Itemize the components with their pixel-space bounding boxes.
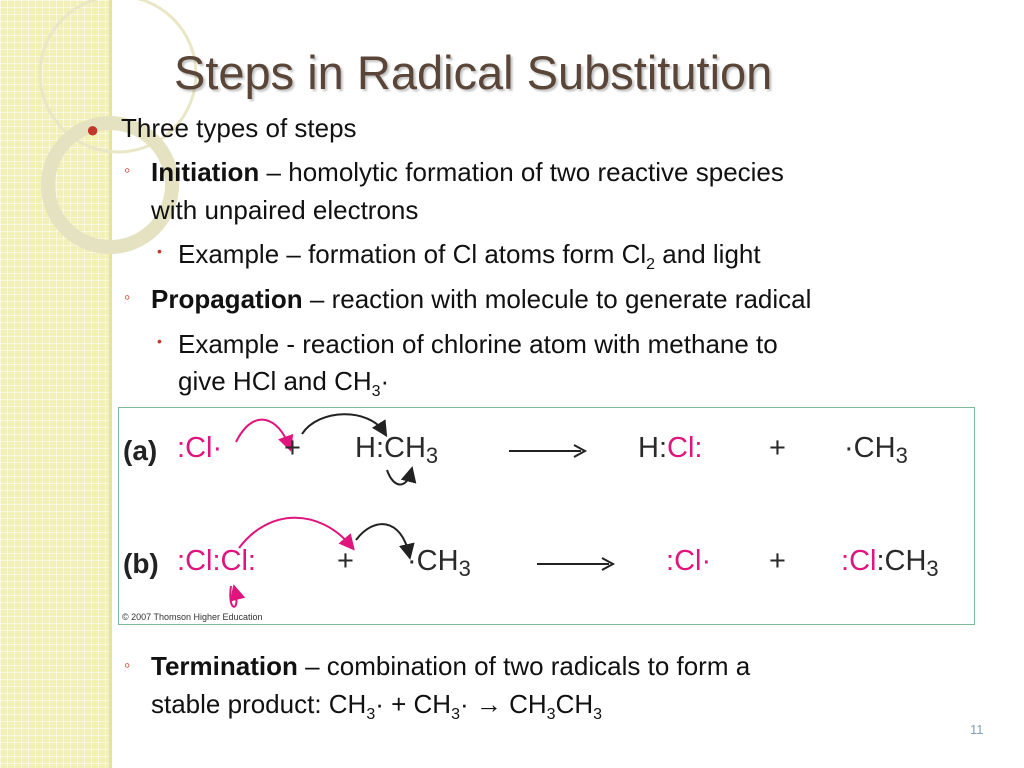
plus-sign: + [769,545,786,577]
termination-heading: Termination [151,651,298,681]
propagation-heading: Propagation [151,284,303,314]
product-methyl-radical: ·CH3 [844,432,908,468]
decorative-circles [38,0,198,254]
plus-sign: + [337,545,354,577]
page-number: 11 [970,722,984,737]
initiation-heading: Initiation [151,157,260,187]
figure-copyright: © 2007 Thomson Higher Education [122,612,263,622]
bullet-initiation-cont: with unpaired electrons [151,195,419,225]
product-chloromethane: :Cl:CH3 [841,545,939,581]
sub-sub-bullet-marker-icon: • [157,243,162,259]
reactant-chlorine-molecule: :Cl:Cl: [177,545,256,577]
bullet-termination-cont: stable product: CH3· + CH3· → CH3CH3 [151,689,603,723]
sub-bullet-marker-icon: ◦ [124,287,131,307]
bullet-initiation-example: Example – formation of Cl atoms form Cl2… [178,239,761,273]
reaction-figure: (a) :Cl· + H:CH3 H:Cl: + ·CH3 (b) :Cl:Cl… [118,407,975,625]
bullet-initiation: Initiation – homolytic formation of two … [151,157,784,187]
sub-sub-bullet-marker-icon: • [157,333,162,349]
slide-title: Steps in Radical Substitution [174,46,773,99]
sub-bullet-marker-icon: ◦ [124,160,131,180]
bullet-marker-icon: ● [86,117,100,142]
plus-sign: + [284,432,301,464]
sub-bullet-marker-icon: ◦ [124,655,131,675]
electron-arrows [229,413,616,608]
reaction-label-a: (a) [123,435,158,466]
reactant-chlorine-atom: :Cl· [177,432,223,464]
bullet-propagation: Propagation – reaction with molecule to … [151,284,812,314]
product-chlorine-atom: :Cl· [666,545,712,577]
bullet-propagation-example: Example - reaction of chlorine atom with… [178,329,778,359]
bullet-propagation-example-cont: give HCl and CH3· [178,366,390,400]
reactant-methyl-radical: ·CH3 [407,545,471,581]
arrow-right-icon: → [475,689,502,719]
bullet-termination: Termination – combination of two radical… [151,651,751,681]
reactant-methane: H:CH3 [355,432,439,468]
product-hcl: H:Cl: [638,432,703,464]
reaction-label-b: (b) [123,548,159,579]
plus-sign: + [769,432,786,464]
bullet-three-types: Three types of steps [121,113,357,143]
